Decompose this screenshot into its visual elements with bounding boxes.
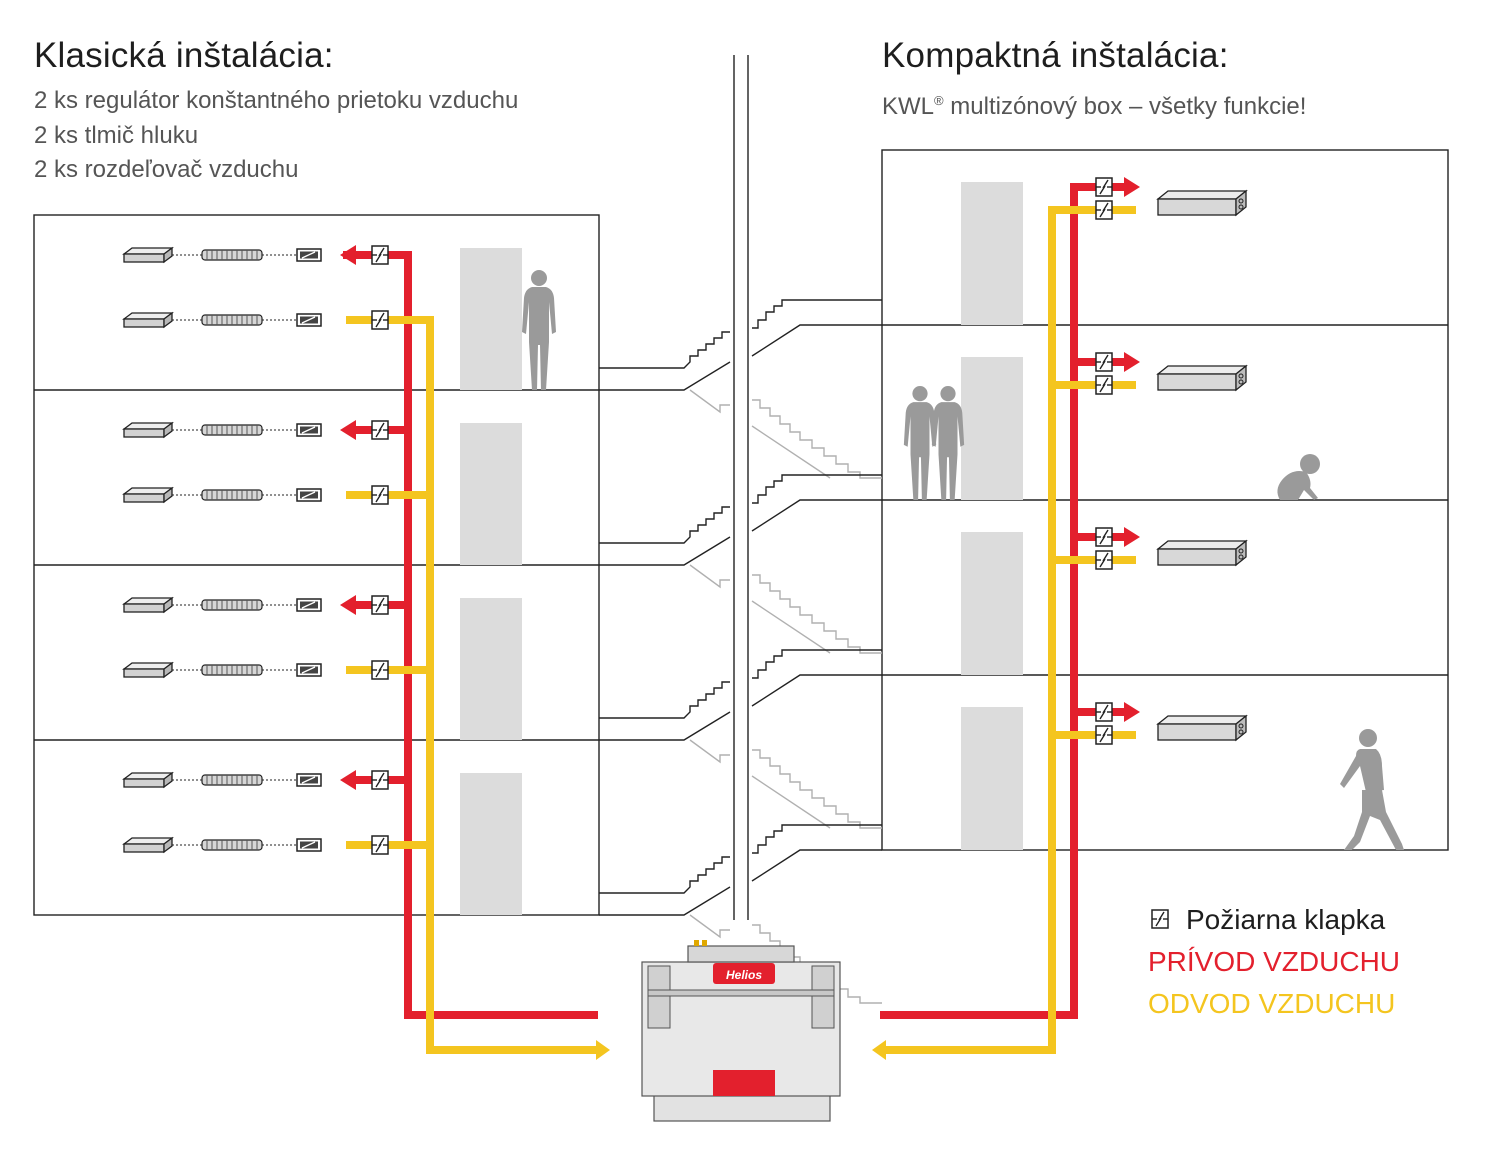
fire-damper-icon <box>1095 702 1113 722</box>
left-line-3: 2 ks rozdeľovač vzduchu <box>34 156 299 183</box>
person-icon <box>1277 454 1320 500</box>
right-subtitle-kwl: KWL <box>882 93 935 120</box>
fire-damper-icon <box>1095 177 1113 197</box>
multizone-box-icon <box>1157 365 1247 391</box>
fire-damper-icon <box>1095 550 1113 570</box>
legend-supply: PRÍVOD VZDUCHU <box>1148 946 1401 977</box>
right-title: Kompaktná inštalácia: <box>882 36 1229 75</box>
multizone-box-icon <box>1157 190 1247 216</box>
right-subtitle: KWL® multizónový box – všetky funkcie! <box>882 84 1306 124</box>
left-doors <box>460 248 522 915</box>
right-subtitle-rest: multizónový box – všetky funkcie! <box>943 93 1307 120</box>
right-doors <box>961 182 1023 850</box>
left-line-2: 2 ks tlmič hluku <box>34 122 199 149</box>
fire-damper-icon <box>371 660 389 680</box>
person-icon <box>931 386 965 500</box>
air-outlet-icon <box>123 247 173 263</box>
multizone-box-icon <box>1157 540 1247 566</box>
legend-fire-damper: Požiarna klapka <box>1186 904 1386 935</box>
fire-damper-icon <box>371 835 389 855</box>
unit-brand: Helios <box>726 968 762 982</box>
left-fire-dampers <box>371 245 389 855</box>
fire-damper-icon <box>1095 352 1113 372</box>
legend-exhaust: ODVOD VZDUCHU <box>1148 988 1396 1019</box>
people <box>522 270 1404 850</box>
fire-damper-icon <box>371 310 389 330</box>
silencer-icon <box>201 249 263 261</box>
fire-damper-icon <box>1095 725 1113 745</box>
right-subtitle-reg: ® <box>934 93 944 108</box>
multizone-boxes <box>1157 190 1247 741</box>
flow-regulator-icon <box>296 248 322 262</box>
fire-damper-icon <box>1095 375 1113 395</box>
left-component-chain <box>123 247 322 263</box>
fire-damper-icon <box>371 245 389 265</box>
person-icon <box>1340 729 1404 850</box>
multizone-box-icon <box>1157 715 1247 741</box>
person-icon <box>903 386 937 500</box>
left-line-1: 2 ks regulátor konštantného prietoku vzd… <box>34 87 519 114</box>
right-fire-dampers <box>1095 177 1113 745</box>
fire-damper-icon <box>371 595 389 615</box>
fire-damper-icon <box>1095 527 1113 547</box>
fire-damper-icon <box>371 485 389 505</box>
stairwell <box>598 55 883 1004</box>
fire-damper-icon <box>1095 200 1113 220</box>
fire-damper-icon <box>371 770 389 790</box>
fire-damper-icon <box>1151 909 1169 929</box>
fire-damper-icon <box>371 420 389 440</box>
person-icon <box>522 270 556 390</box>
ventilation-unit <box>641 940 841 1122</box>
right-exhaust-riser <box>872 206 1136 1060</box>
left-title: Klasická inštalácia: <box>34 36 334 75</box>
